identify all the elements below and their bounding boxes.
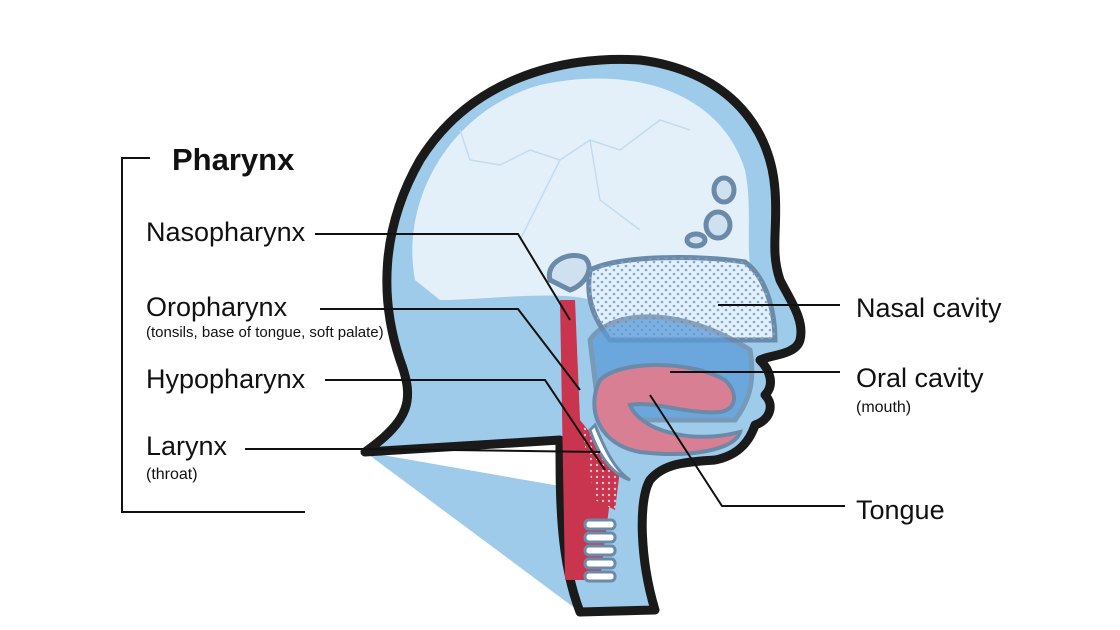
note-oral-cavity: (mouth) [856,399,912,416]
trachea [583,518,617,583]
label-tongue: Tongue [856,495,945,525]
skull [412,78,760,300]
sinus [703,209,733,241]
leader-lines [245,233,845,507]
note-larynx: (throat) [146,466,198,483]
label-nasal-cavity: Nasal cavity [856,293,1002,323]
hypopharynx [580,420,620,510]
pharynx-bracket [121,157,305,513]
tongue [592,363,743,456]
label-oral-cavity: Oral cavity [856,363,984,393]
skull-sutures [459,119,691,241]
pharynx-title: Pharynx [172,142,295,177]
epiglottis [588,422,631,482]
label-oropharynx: Oropharynx [146,292,288,322]
note-oropharynx: (tonsils, base of tongue, soft palate) [146,324,384,341]
label-larynx: Larynx [146,431,228,461]
sinus [684,231,708,249]
label-hypopharynx: Hypopharynx [146,364,306,394]
sphenoid [546,253,592,293]
sinus [711,175,737,205]
label-nasopharynx: Nasopharynx [146,217,306,247]
